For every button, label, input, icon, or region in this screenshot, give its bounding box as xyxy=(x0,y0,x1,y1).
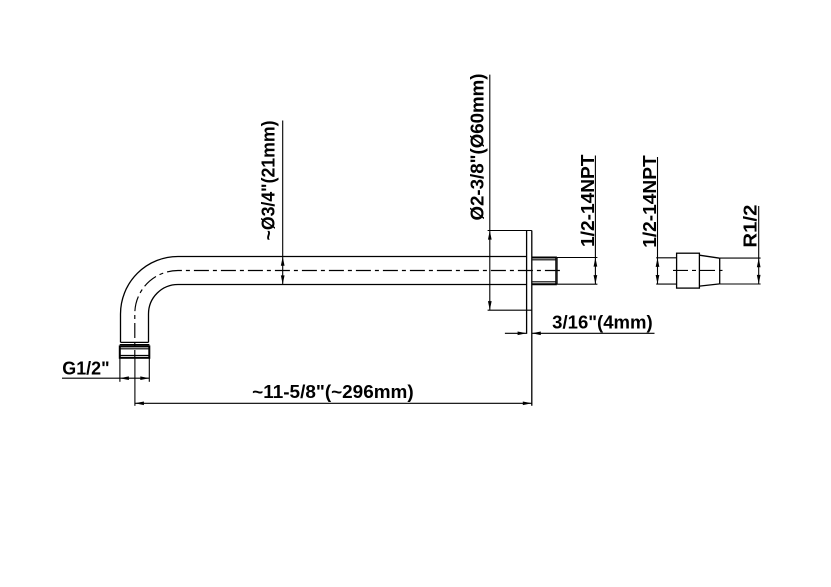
svg-text:3/16"(4mm): 3/16"(4mm) xyxy=(552,311,653,332)
svg-text:1/2-14NPT: 1/2-14NPT xyxy=(639,155,660,248)
svg-text:G1/2": G1/2" xyxy=(62,358,109,379)
svg-text:1/2-14NPT: 1/2-14NPT xyxy=(577,154,598,247)
svg-text:~Ø3/4"(21mm): ~Ø3/4"(21mm) xyxy=(258,121,279,241)
svg-text:R1/2: R1/2 xyxy=(739,205,760,248)
svg-text:Ø2-3/8"(Ø60mm): Ø2-3/8"(Ø60mm) xyxy=(467,74,488,221)
svg-text:~11-5/8"(~296mm): ~11-5/8"(~296mm) xyxy=(252,381,414,402)
